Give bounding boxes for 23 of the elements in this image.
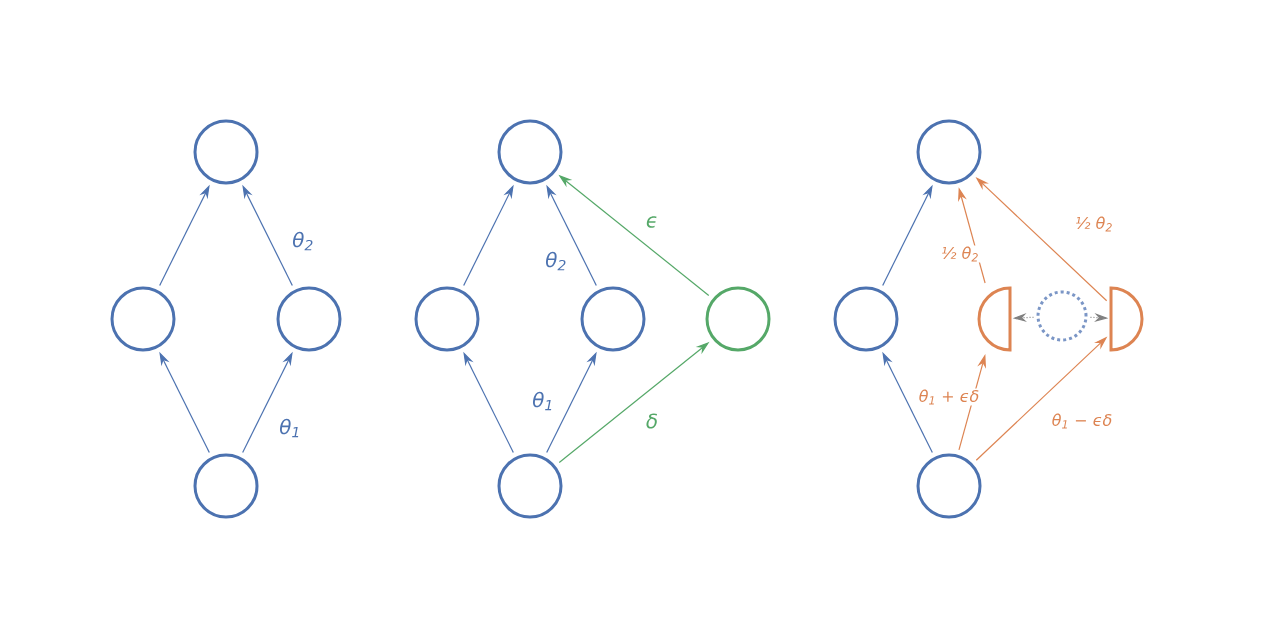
edge-label: θ$_{2}$ (291, 230, 315, 252)
circle-node (497, 453, 563, 519)
circle-node (193, 119, 259, 185)
circle-node (414, 286, 480, 352)
edge-label: θ$_{1}$ (531, 390, 555, 412)
circle-node (580, 286, 646, 352)
edge-label: θ$_{2}$ (544, 250, 568, 272)
edge-label: ϵ (644, 215, 660, 229)
edge-label: θ$_{1}$ − ϵδ (1050, 412, 1114, 430)
circle-node (705, 286, 771, 352)
edge-label: δ (644, 412, 660, 430)
circle-node (193, 453, 259, 519)
edge-label: θ$_{1}$ (278, 417, 302, 439)
circle-node (110, 286, 176, 352)
circle-node (916, 119, 982, 185)
circle-node (916, 453, 982, 519)
dashed-circle (1036, 290, 1088, 342)
edge-label: ½ θ$_{2}$ (940, 245, 980, 263)
circle-node (833, 286, 899, 352)
circle-node (497, 119, 563, 185)
edge-label: θ$_{1}$ + ϵδ (917, 388, 981, 406)
edge-label: ½ θ$_{2}$ (1074, 215, 1114, 233)
circle-node (276, 286, 342, 352)
